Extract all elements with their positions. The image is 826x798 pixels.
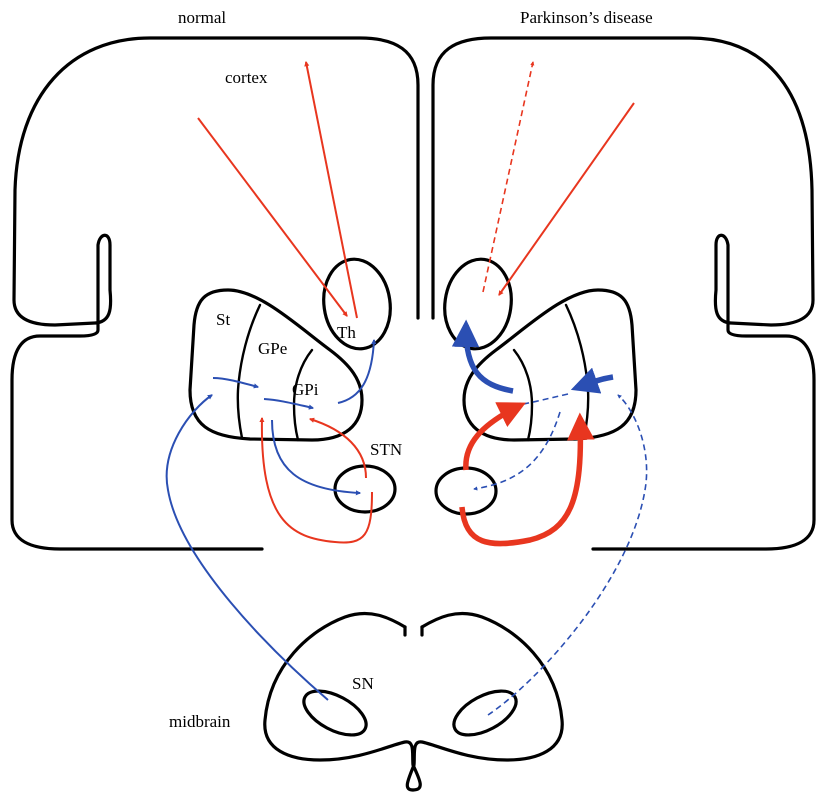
thalamus-label: Th (337, 323, 356, 342)
right-gpi-to-thalamus-arrow (466, 325, 513, 391)
right-stn (436, 468, 496, 514)
right-sn-to-st-arrow (488, 395, 647, 715)
normal-label: normal (178, 8, 226, 27)
right-gpe-to-gpi-arrow (518, 394, 568, 405)
stn-label: STN (370, 440, 402, 459)
right-st-to-gpe-arrow (576, 377, 613, 388)
cortex-label: cortex (225, 68, 268, 87)
left-thalamus-to-cortex-arrow (306, 62, 357, 318)
left-gpe-to-gpi-arrow (264, 399, 313, 408)
midbrain-label: midbrain (169, 712, 231, 731)
right-sn (447, 682, 523, 744)
right-striatum-block (464, 290, 636, 440)
right-cortex-to-thalamus-arrow (499, 103, 634, 295)
gpi-label: GPi (292, 380, 319, 399)
right-hemisphere-outline (433, 38, 814, 549)
left-thalamus (318, 255, 396, 353)
left-stn-to-gpi-arrow (310, 419, 366, 478)
parkinsons-label: Parkinson’s disease (520, 8, 653, 27)
gpe-label: GPe (258, 339, 287, 358)
left-st-to-gpe-arrow (213, 378, 258, 387)
right-thalamus (439, 255, 517, 353)
left-hemisphere-outline (12, 38, 418, 549)
left-stn-to-gpe-arrow (262, 418, 372, 542)
sn-label: SN (352, 674, 374, 693)
left-cortex-to-thalamus-arrow (198, 118, 347, 316)
striatum-label: St (216, 310, 230, 329)
